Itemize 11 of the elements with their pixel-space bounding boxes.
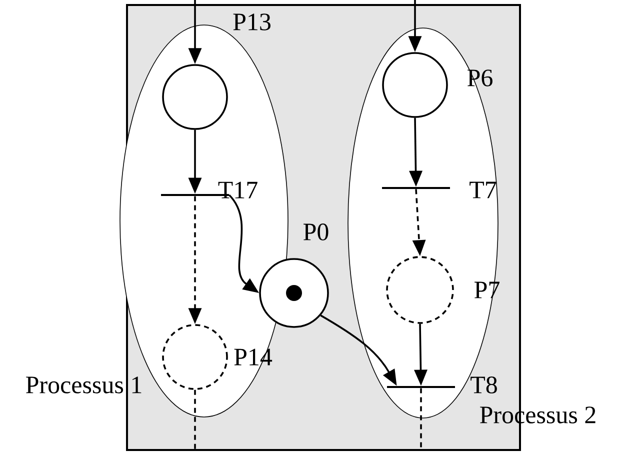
place-circle (162, 324, 228, 390)
place-circle (386, 256, 454, 324)
place-circle (382, 52, 448, 118)
node-label: T7 (470, 182, 496, 198)
node-label: T8 (470, 376, 497, 394)
node-label: Processus 1 (26, 376, 142, 394)
node-label: P13 (233, 14, 270, 30)
node-label: P0 (304, 224, 328, 240)
place-circle (259, 258, 329, 328)
node-label: T17 (218, 182, 258, 198)
place-circle (162, 64, 228, 130)
